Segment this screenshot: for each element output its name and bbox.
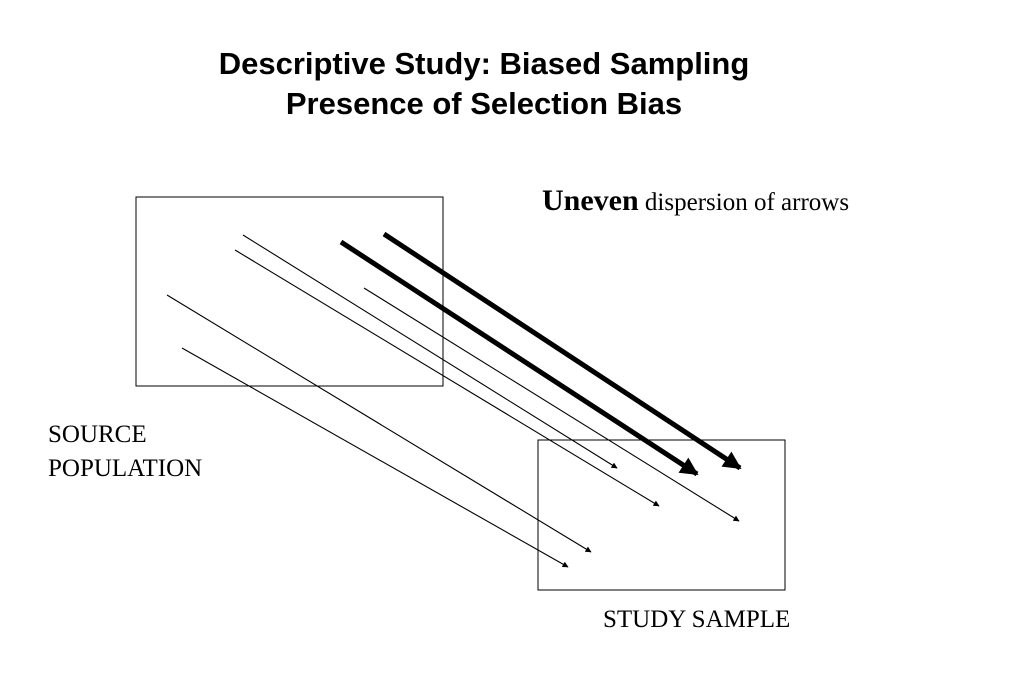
thin-arrow xyxy=(363,287,740,522)
slide-title: Descriptive Study: Biased Sampling Prese… xyxy=(0,44,968,124)
annotation-emphasis: Uneven xyxy=(542,184,639,217)
annotation-rest: dispersion of arrows xyxy=(638,189,850,216)
thick-arrows xyxy=(339,231,742,477)
annotation: Uneven dispersion of arrows xyxy=(542,184,849,218)
study-sample-label: STUDY SAMPLE xyxy=(603,606,791,633)
thin-arrow xyxy=(166,294,592,553)
thick-arrow xyxy=(382,231,742,471)
title-line-1: Descriptive Study: Biased Sampling xyxy=(218,46,750,81)
thick-arrow xyxy=(339,239,699,477)
thin-arrow xyxy=(181,347,569,568)
source-population-label: SOURCE POPULATION xyxy=(48,418,202,486)
thin-arrow xyxy=(234,249,660,507)
title-line-2: Presence of Selection Bias xyxy=(285,86,683,121)
source-population-box xyxy=(135,196,444,387)
study-sample-box xyxy=(537,439,786,591)
source-label-line-2: POPULATION xyxy=(48,455,203,482)
thin-arrow xyxy=(242,234,618,469)
source-label-line-1: SOURCE xyxy=(48,421,147,448)
thin-arrows xyxy=(166,234,740,568)
